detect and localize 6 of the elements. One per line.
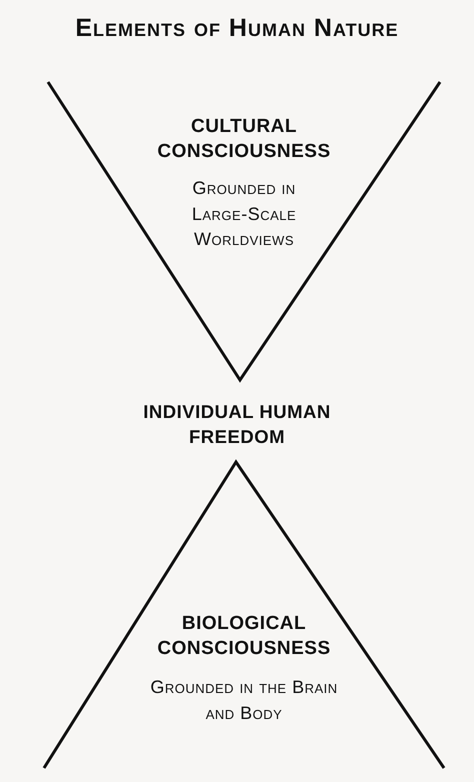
heading: INDIVIDUAL HUMAN FREEDOM	[142, 400, 332, 449]
title: Elements of Human Nature	[74, 14, 400, 43]
description: Grounded in Large-Scale Worldviews	[190, 177, 298, 251]
heading: BIOLOGICAL CONSCIOUSNESS	[156, 612, 332, 661]
description: Grounded in the Brain and Body	[149, 676, 339, 724]
heading: CULTURAL CONSCIOUSNESS	[156, 115, 332, 164]
